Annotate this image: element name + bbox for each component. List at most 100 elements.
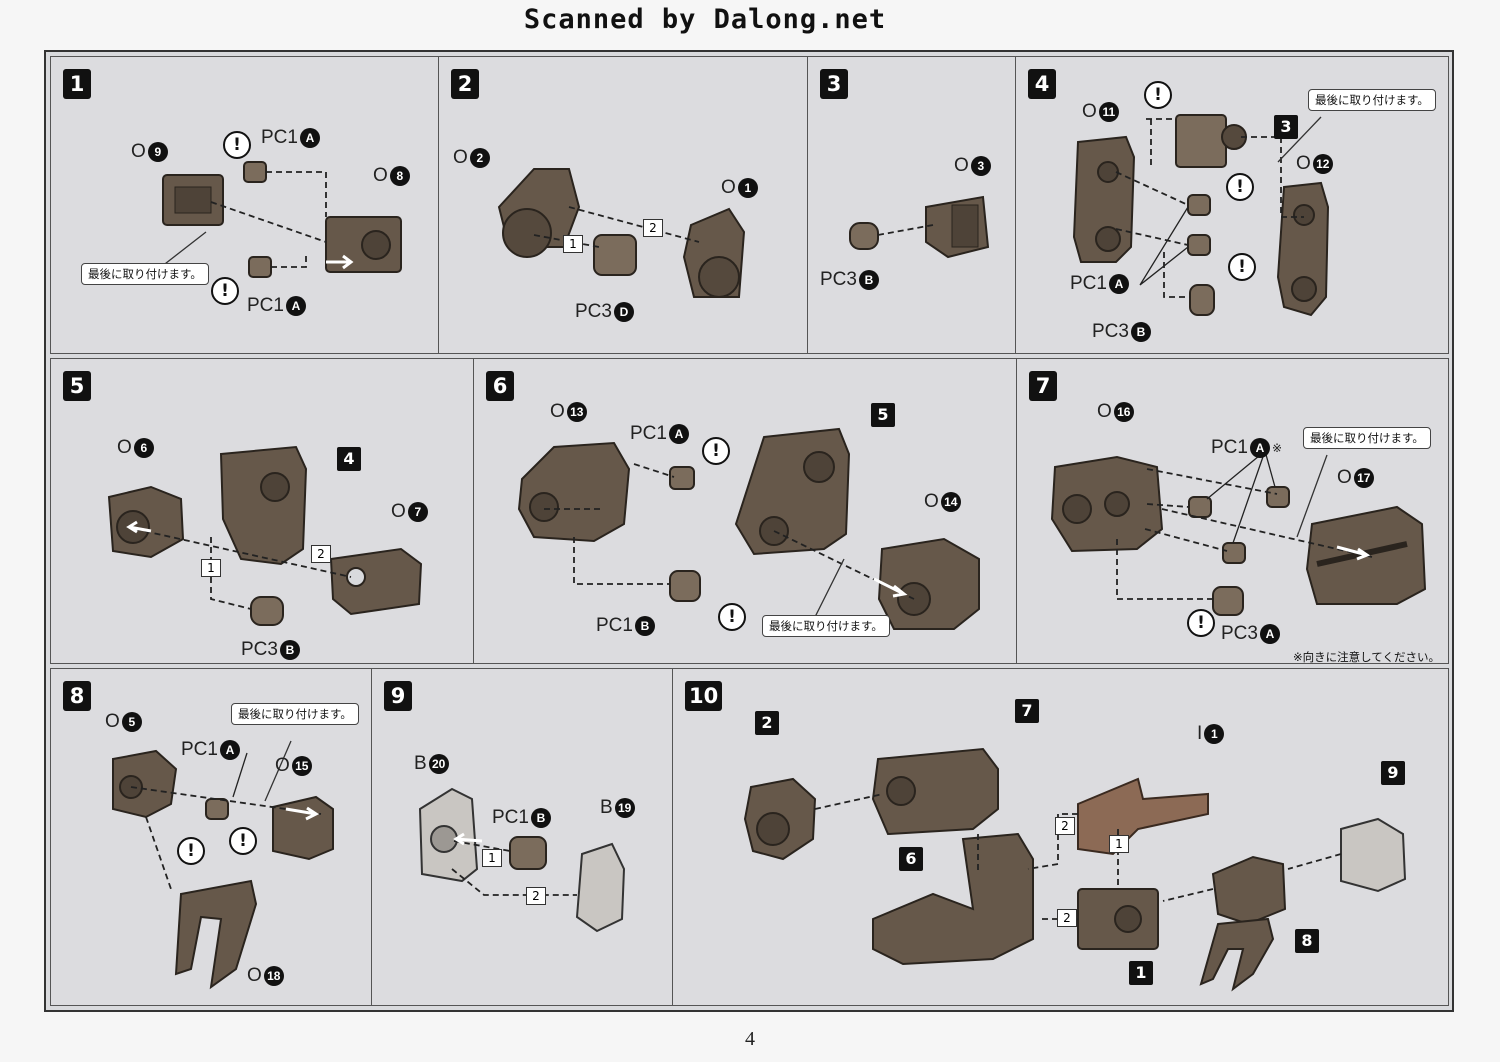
part-5-hole <box>803 451 835 483</box>
part-o16-hole <box>1062 494 1092 524</box>
part-i1-shape <box>1077 777 1209 856</box>
note-pointer <box>160 231 207 268</box>
attach-last-note: 最後に取り付けます。 <box>231 703 359 725</box>
pointer-line <box>232 752 248 798</box>
step-7-number: 7 <box>1029 371 1057 401</box>
dash-line-1 <box>210 537 252 610</box>
ref-step-8: 8 <box>1295 929 1319 953</box>
ref-step-7: 7 <box>1015 699 1039 723</box>
sub-step-1: 1 <box>1109 835 1129 853</box>
pointer-lines <box>1206 450 1276 544</box>
note-pointer <box>264 740 292 802</box>
pc3b-shape <box>849 222 879 250</box>
part-7-shape <box>871 747 999 836</box>
sub-step-1: 1 <box>563 235 583 253</box>
sub-step-2: 2 <box>311 545 331 563</box>
assembly-arrow <box>453 832 483 846</box>
assembly-arrow <box>126 520 152 534</box>
warning-icon: ! <box>1187 609 1215 637</box>
dash-line-main <box>210 201 327 243</box>
part-o16-hole <box>1104 491 1130 517</box>
part-4-hole <box>260 472 290 502</box>
part-3-shape <box>1175 114 1227 168</box>
scanner-watermark: Scanned by Dalong.net <box>523 4 887 35</box>
pc1a-shape <box>1187 194 1211 216</box>
part-5-shape <box>734 427 851 556</box>
sub-step-1: 1 <box>482 849 502 867</box>
part-o9-detail <box>174 186 212 214</box>
ref-step-9: 9 <box>1381 761 1405 785</box>
attach-last-note: 最後に取り付けます。 <box>762 615 890 637</box>
note-pointer <box>813 558 845 620</box>
pc1a-bot-shape <box>248 256 272 278</box>
ref-step-5: 5 <box>871 403 895 427</box>
part-2-wheel <box>756 812 790 846</box>
part-o7-shape <box>329 547 423 616</box>
orientation-note: ※向きに注意してください。 <box>1293 650 1440 664</box>
pc1b-shape <box>509 836 547 870</box>
pc1b-shape <box>669 570 701 602</box>
step-10-illustration <box>743 747 1407 992</box>
step-5-number: 5 <box>63 371 91 401</box>
step-1-number: 1 <box>63 69 91 99</box>
dash-line <box>573 537 670 585</box>
part-o1-wheel <box>698 256 740 298</box>
dash-line-2 <box>134 528 352 578</box>
warning-icon: ! <box>177 837 205 865</box>
pc1a-shape <box>669 466 695 490</box>
pc3d-shape <box>593 234 637 276</box>
part-o3-detail <box>951 204 979 248</box>
part-o7-hole <box>346 567 366 587</box>
step-9-illustration <box>418 787 626 933</box>
part-o12-shape <box>1276 181 1330 317</box>
dash-lines <box>1146 118 1176 167</box>
part-o13-hole <box>529 492 559 522</box>
sub-step-2: 2 <box>1057 909 1077 927</box>
dash-line-main <box>130 786 322 815</box>
step-6-number: 6 <box>486 371 514 401</box>
note-pointer <box>1296 454 1328 538</box>
pc1a-shape <box>1266 486 1290 508</box>
attach-last-note: 最後に取り付けます。 <box>81 263 209 285</box>
page-number: 4 <box>745 1028 755 1050</box>
step-10-number: 10 <box>685 681 723 711</box>
part-1-socket <box>1114 905 1142 933</box>
part-o12-hole <box>1293 204 1315 226</box>
assembly-arrow <box>1336 545 1371 561</box>
step-3-illustration <box>849 195 990 259</box>
dash-line-bot <box>271 255 307 268</box>
part-b19-shape <box>575 842 626 933</box>
warning-icon: ! <box>1228 253 1256 281</box>
warning-icon: ! <box>702 437 730 465</box>
ref-step-4: 4 <box>337 447 361 471</box>
step-8-illustration <box>112 740 334 990</box>
dash-line <box>814 793 884 810</box>
dash-lines <box>1241 136 1304 218</box>
warning-icon: ! <box>1144 81 1172 109</box>
step-1-illustration <box>160 161 402 278</box>
part-o14-shape <box>877 537 980 630</box>
